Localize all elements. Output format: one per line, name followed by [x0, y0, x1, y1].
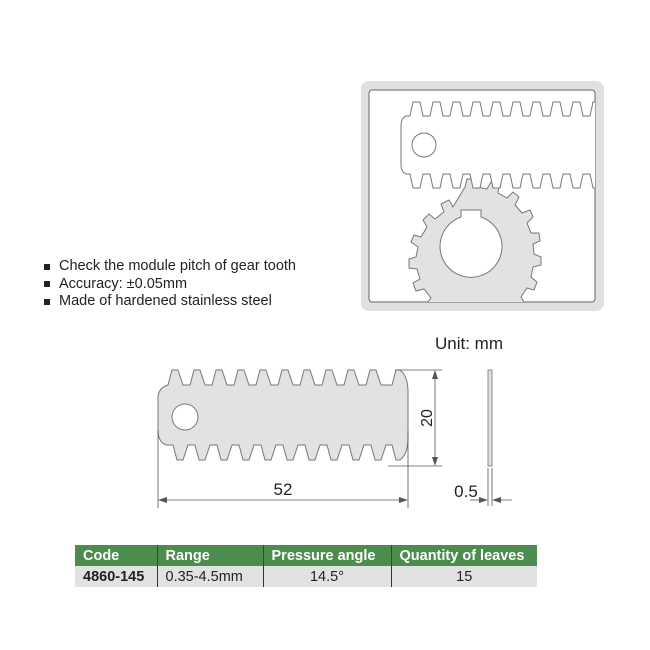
- bullet-icon: [44, 298, 50, 305]
- header-code: Code: [75, 545, 158, 566]
- cell-pressure-angle: 14.5°: [263, 566, 392, 587]
- feature-item: Accuracy: ±0.05mm: [44, 276, 296, 294]
- gear-rack-illustration: [361, 81, 604, 311]
- cell-quantity: 15: [391, 566, 537, 587]
- unit-label: Unit: mm: [435, 334, 503, 353]
- header-quantity: Quantity of leaves: [391, 545, 537, 566]
- hole-icon: [171, 403, 199, 431]
- header-pressure-angle: Pressure angle: [263, 545, 392, 566]
- spec-table: Code Range Pressure angle Quantity of le…: [75, 545, 537, 587]
- feature-list: Check the module pitch of gear tooth Acc…: [44, 258, 296, 311]
- header-range: Range: [157, 545, 264, 566]
- gauge-leaf-icon: [157, 369, 409, 461]
- length-dimension: 52: [274, 480, 293, 499]
- dimension-drawing: 20 52 0.5: [157, 369, 512, 508]
- bullet-icon: [44, 263, 50, 270]
- cell-code: 4860-145: [75, 566, 158, 587]
- feature-item: Made of hardened stainless steel: [44, 293, 296, 311]
- thickness-dimension: 0.5: [454, 482, 478, 501]
- height-dimension: 20: [419, 409, 436, 427]
- table-row: 4860-145 0.35-4.5mm 14.5° 15: [75, 566, 537, 587]
- gear-icon: [408, 178, 542, 302]
- bullet-icon: [44, 281, 50, 288]
- feature-item: Check the module pitch of gear tooth: [44, 258, 296, 276]
- rack-icon: [400, 101, 595, 189]
- cell-range: 0.35-4.5mm: [157, 566, 264, 587]
- table-header-row: Code Range Pressure angle Quantity of le…: [75, 545, 537, 566]
